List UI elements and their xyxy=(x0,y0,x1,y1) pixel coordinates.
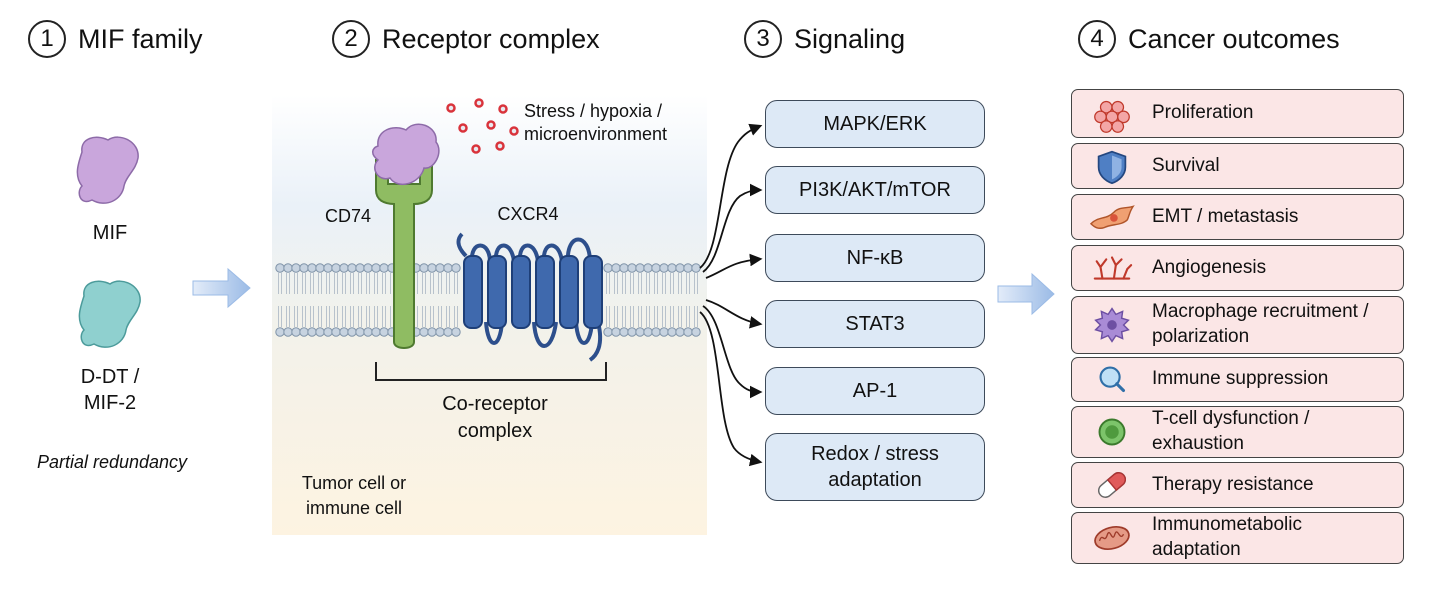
step-number-badge: 4 xyxy=(1078,20,1116,58)
t-cell-icon xyxy=(1098,418,1126,446)
outcome-label: Macrophage recruitment / polarization xyxy=(1152,301,1369,347)
bound-mif-icon xyxy=(372,123,440,186)
pathway-ap-1: AP-1 xyxy=(765,367,985,415)
blood-vessel-icon xyxy=(1093,256,1133,280)
pathway-redox-stress: Redox / stress adaptation xyxy=(765,433,985,501)
pathway-pi3k-akt-mtor: PI3K/AKT/mTOR xyxy=(765,166,985,214)
section-header-mif-family: 1 MIF family xyxy=(28,20,203,58)
section-header-receptor-complex: 2 Receptor complex xyxy=(332,20,600,58)
cell-cluster-icon xyxy=(1094,100,1130,133)
outcome-angiogenesis: Angiogenesis xyxy=(1071,245,1404,291)
cd74-receptor xyxy=(375,159,433,349)
outcome-t-cell-dysfunction: T-cell dysfunction / exhaustion xyxy=(1071,406,1404,458)
pathway-label: PI3K/AKT/mTOR xyxy=(799,179,951,201)
outcome-immunometabolic: Immunometabolic adaptation xyxy=(1071,512,1404,564)
stress-signal-dots xyxy=(446,98,519,154)
step-number-badge: 3 xyxy=(744,20,782,58)
outcome-immune-suppression: Immune suppression xyxy=(1071,357,1404,402)
pathway-label: STAT3 xyxy=(845,313,905,335)
magnifier-cell-icon xyxy=(1099,366,1125,393)
ddt-protein-icon xyxy=(78,280,141,348)
outcome-label: Immunometabolic adaptation xyxy=(1152,514,1302,560)
pathway-label: MAPK/ERK xyxy=(823,113,927,135)
outcome-label: Therapy resistance xyxy=(1152,473,1314,495)
pathway-nf-kb: NF-κB xyxy=(765,234,985,282)
pill-capsule-icon xyxy=(1097,472,1127,498)
outcome-label: Immune suppression xyxy=(1152,368,1329,390)
mif-label: MIF xyxy=(92,222,128,244)
section-title: Signaling xyxy=(794,23,906,54)
outcome-label: Angiogenesis xyxy=(1152,256,1267,278)
outcome-label: Proliferation xyxy=(1152,102,1254,124)
macrophage-icon xyxy=(1094,307,1130,343)
outcome-proliferation: Proliferation xyxy=(1071,89,1404,138)
outcome-survival: Survival xyxy=(1071,143,1404,189)
cxcr4-receptor xyxy=(456,232,603,362)
pathway-label: AP-1 xyxy=(852,380,898,402)
pathway-mapk-erk: MAPK/ERK xyxy=(765,100,985,148)
pathway-label: NF-κB xyxy=(846,247,904,269)
pathway-label: Redox / stress adaptation xyxy=(811,443,939,491)
section-title: Cancer outcomes xyxy=(1128,23,1340,54)
step-number-badge: 1 xyxy=(28,20,66,58)
section-header-signaling: 3 Signaling xyxy=(744,20,905,58)
mif-protein-icon xyxy=(76,136,139,204)
ddt-label: D-DT / MIF-2 xyxy=(80,366,140,414)
cell-type-label: Tumor cell or immune cell xyxy=(301,473,407,519)
signaling-arrows xyxy=(699,123,763,467)
pathway-stat3: STAT3 xyxy=(765,300,985,348)
outcome-therapy-resistance: Therapy resistance xyxy=(1071,462,1404,508)
outcome-label: EMT / metastasis xyxy=(1152,205,1299,227)
flow-arrow-1 xyxy=(192,267,251,309)
stress-label: Stress / hypoxia / microenvironment xyxy=(524,101,668,145)
redundancy-note: Partial redundancy xyxy=(36,452,188,472)
flow-arrow-2 xyxy=(997,272,1055,316)
cd74-label: CD74 xyxy=(324,206,372,226)
section-title: Receptor complex xyxy=(382,23,600,54)
coreceptor-bracket xyxy=(375,362,607,381)
step-number-badge: 2 xyxy=(332,20,370,58)
cxcr4-label: CXCR4 xyxy=(497,204,559,224)
outcome-emt-metastasis: EMT / metastasis xyxy=(1071,194,1404,240)
outcome-macrophage: Macrophage recruitment / polarization xyxy=(1071,296,1404,354)
shield-icon xyxy=(1097,150,1127,185)
section-title: MIF family xyxy=(78,23,203,54)
outcome-label: Survival xyxy=(1152,154,1220,176)
coreceptor-label: Co-receptor complex xyxy=(442,393,548,442)
mitochondrion-icon xyxy=(1094,525,1130,551)
section-header-cancer-outcomes: 4 Cancer outcomes xyxy=(1078,20,1340,58)
migrating-cell-icon xyxy=(1089,205,1135,229)
outcome-label: T-cell dysfunction / exhaustion xyxy=(1152,408,1310,454)
